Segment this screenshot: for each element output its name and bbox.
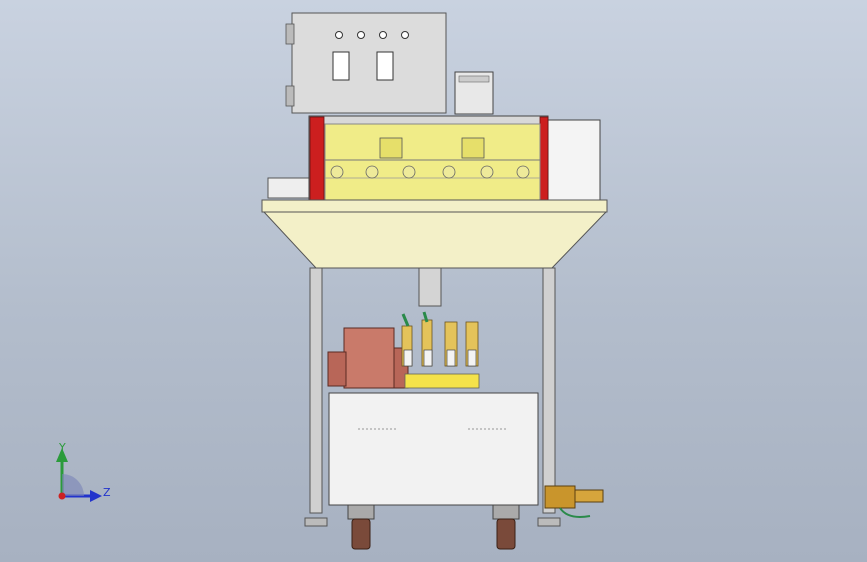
coordinate-triad xyxy=(56,448,102,502)
red-upright-right xyxy=(539,116,549,208)
glass-guard xyxy=(324,123,541,203)
hinge-bottom xyxy=(285,85,295,107)
control-box[interactable] xyxy=(285,12,447,114)
foot-right xyxy=(537,517,561,527)
y-axis-label: Y xyxy=(59,441,66,454)
indicator-light-1 xyxy=(335,31,343,39)
indicator-light-3 xyxy=(379,31,387,39)
water-tank xyxy=(328,392,539,506)
side-cabinet xyxy=(547,119,601,203)
filling-chamber xyxy=(308,115,549,209)
indicator-light-4 xyxy=(401,31,409,39)
foot-left xyxy=(304,517,328,527)
leg-right xyxy=(542,267,556,514)
pump-fittings xyxy=(401,311,480,389)
filling-valve-2 xyxy=(461,137,485,159)
table-top xyxy=(261,199,608,213)
triad-quadrant xyxy=(62,474,84,496)
z-axis-label: Z xyxy=(103,486,111,499)
switch-slot-2 xyxy=(376,51,394,81)
outlet-valve xyxy=(544,485,604,518)
indicator-light-2 xyxy=(357,31,365,39)
left-module xyxy=(267,177,313,199)
leg-left xyxy=(309,267,323,514)
red-upright-left xyxy=(309,116,325,208)
collection-hopper xyxy=(262,211,608,269)
junction-box xyxy=(454,71,494,115)
switch-slot-1 xyxy=(332,51,350,81)
filling-valve-1 xyxy=(379,137,403,159)
caster-left xyxy=(347,504,375,550)
pump-motor xyxy=(327,327,409,389)
hinge-top xyxy=(285,23,295,45)
caster-right xyxy=(492,504,520,550)
drain-pipe xyxy=(418,267,442,307)
x-axis-dot xyxy=(58,492,66,500)
